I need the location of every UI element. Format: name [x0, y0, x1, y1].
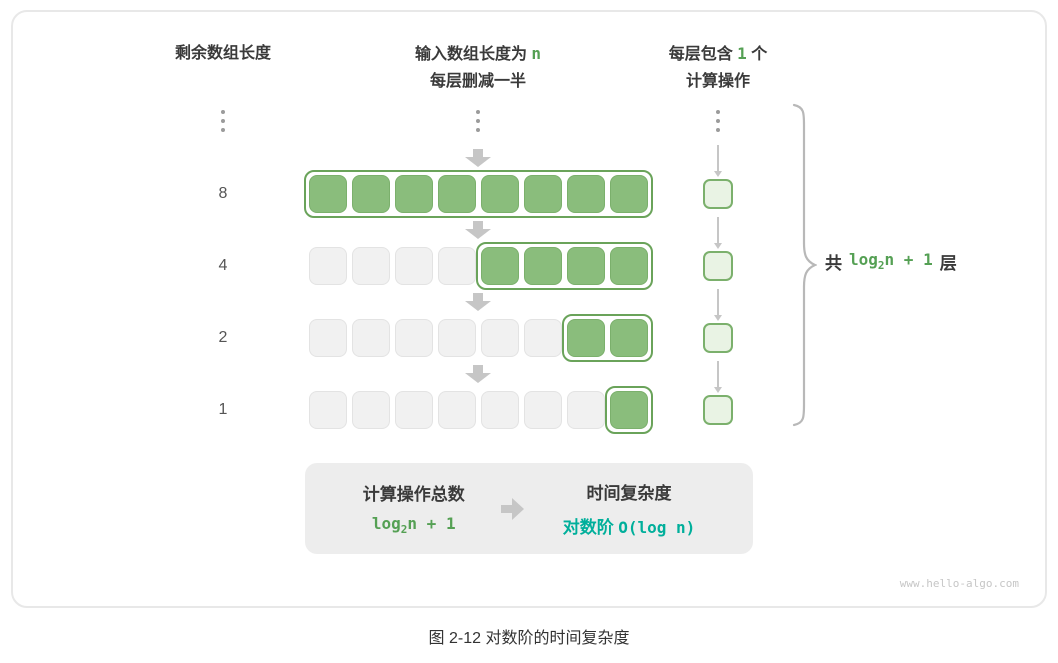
- array-cell-empty: [308, 319, 347, 357]
- down-arrow-icon: [465, 221, 491, 239]
- array-cell-empty: [394, 319, 433, 357]
- watermark: www.hello-algo.com: [899, 577, 1019, 590]
- layer-count-label: 共 log2n + 1 层: [825, 249, 957, 274]
- operation-total-formula: log2n + 1: [371, 514, 456, 537]
- operation-total-group: 计算操作总数 log2n + 1: [363, 480, 465, 536]
- array-cell-active: [566, 247, 605, 285]
- figure-caption: 图 2-12 对数阶的时间复杂度: [428, 630, 630, 647]
- header-right-line2: 计算操作: [685, 73, 750, 90]
- brace-icon: [792, 103, 817, 427]
- vertical-ellipsis-icon: [716, 110, 720, 114]
- active-subarray-outline: [303, 170, 653, 218]
- array-cell-active: [480, 175, 519, 213]
- array-cells: [308, 314, 653, 362]
- active-subarray-outline: [475, 242, 653, 290]
- active-subarray-outline: [561, 314, 653, 362]
- array-cell-active: [480, 247, 519, 285]
- array-cell-empty: [480, 319, 519, 357]
- one-highlight: 1: [737, 44, 747, 63]
- figure-card: 剩余数组长度 输入数组长度为 n 每层删减一半 每层包含 1 个 计算操作: [11, 10, 1047, 608]
- layer-count-prefix: 共: [825, 254, 842, 273]
- thin-down-arrow-icon: [714, 145, 722, 177]
- time-complexity-formula: 对数阶 O(log n): [562, 518, 696, 537]
- remaining-length-label: 2: [218, 329, 228, 346]
- column-headers: 剩余数组长度 输入数组长度为 n 每层删减一半 每层包含 1 个 计算操作: [13, 40, 1045, 95]
- down-arrow-icon: [465, 293, 491, 311]
- thin-down-arrow-icon: [714, 361, 722, 393]
- array-cell-active: [566, 175, 605, 213]
- array-cell-empty: [523, 391, 562, 429]
- array-cell-empty: [351, 247, 390, 285]
- array-cell-active: [523, 175, 562, 213]
- layer-count-suffix: 层: [939, 254, 957, 273]
- down-arrow-icon: [465, 149, 491, 167]
- array-cell-active: [437, 175, 476, 213]
- array-row-1: 1: [13, 386, 1045, 434]
- header-operations: 每层包含 1 个 计算操作: [653, 40, 783, 95]
- array-cell-empty: [394, 247, 433, 285]
- array-cell-empty: [351, 319, 390, 357]
- header-right-line1: 每层包含 1 个: [668, 44, 768, 63]
- ellipsis-row: [13, 101, 1045, 141]
- array-cell-active: [609, 175, 648, 213]
- n-highlight: n: [531, 44, 542, 63]
- array-cell-active: [308, 175, 347, 213]
- operation-cell: [703, 179, 733, 209]
- summary-box: 计算操作总数 log2n + 1 时间复杂度 对数阶 O(log n): [305, 463, 753, 554]
- array-cells: [308, 242, 653, 290]
- thin-down-arrow-icon: [714, 289, 722, 321]
- diagram: 8 4 2: [13, 101, 1045, 434]
- right-arrow-icon: [500, 497, 527, 520]
- remaining-length-label: 8: [218, 185, 228, 202]
- time-complexity-title: 时间复杂度: [586, 484, 672, 503]
- array-cell-empty: [394, 391, 433, 429]
- operation-cell: [703, 251, 733, 281]
- array-cell-active: [609, 247, 648, 285]
- array-cell-empty: [480, 391, 519, 429]
- header-input-array: 输入数组长度为 n 每层删减一半: [303, 40, 653, 95]
- time-complexity-group: 时间复杂度 对数阶 O(log n): [563, 479, 696, 538]
- array-cell-empty: [437, 319, 476, 357]
- header-middle-line1: 输入数组长度为 n: [414, 44, 542, 63]
- array-cell-active: [566, 319, 605, 357]
- array-cells: [308, 386, 653, 434]
- down-arrow-icon: [465, 365, 491, 383]
- page: 剩余数组长度 输入数组长度为 n 每层删减一半 每层包含 1 个 计算操作: [0, 10, 1058, 648]
- array-cell-active: [609, 391, 648, 429]
- active-subarray-outline: [604, 386, 653, 434]
- array-cell-empty: [437, 391, 476, 429]
- array-cell-active: [609, 319, 648, 357]
- array-cell-empty: [566, 391, 605, 429]
- array-cell-empty: [308, 391, 347, 429]
- arrow-row: [13, 285, 1045, 321]
- array-cell-empty: [308, 247, 347, 285]
- array-cell-empty: [523, 319, 562, 357]
- array-cells: [303, 170, 653, 218]
- vertical-ellipsis-icon: [221, 110, 225, 114]
- array-row-2: 2: [13, 314, 1045, 362]
- operation-total-title: 计算操作总数: [362, 485, 465, 505]
- array-cell-empty: [437, 247, 476, 285]
- array-row-4: 4: [13, 242, 1045, 290]
- arrow-row: [13, 213, 1045, 249]
- layer-count-formula: log2n + 1: [849, 250, 933, 273]
- array-cell-active: [351, 175, 390, 213]
- vertical-ellipsis-icon: [476, 110, 480, 114]
- arrow-row: [13, 357, 1045, 393]
- header-middle-line2: 每层删减一半: [429, 73, 526, 90]
- array-row-8: 8: [13, 170, 1045, 218]
- array-cell-active: [394, 175, 433, 213]
- arrow-row: [13, 141, 1045, 177]
- operation-cell: [703, 323, 733, 353]
- remaining-length-label: 1: [218, 401, 228, 418]
- remaining-length-label: 4: [218, 257, 228, 274]
- operation-cell: [703, 395, 733, 425]
- array-cell-active: [523, 247, 562, 285]
- header-remaining-length: 剩余数组长度: [143, 40, 303, 95]
- header-left-text: 剩余数组长度: [174, 45, 271, 62]
- array-cell-empty: [351, 391, 390, 429]
- thin-down-arrow-icon: [714, 217, 722, 249]
